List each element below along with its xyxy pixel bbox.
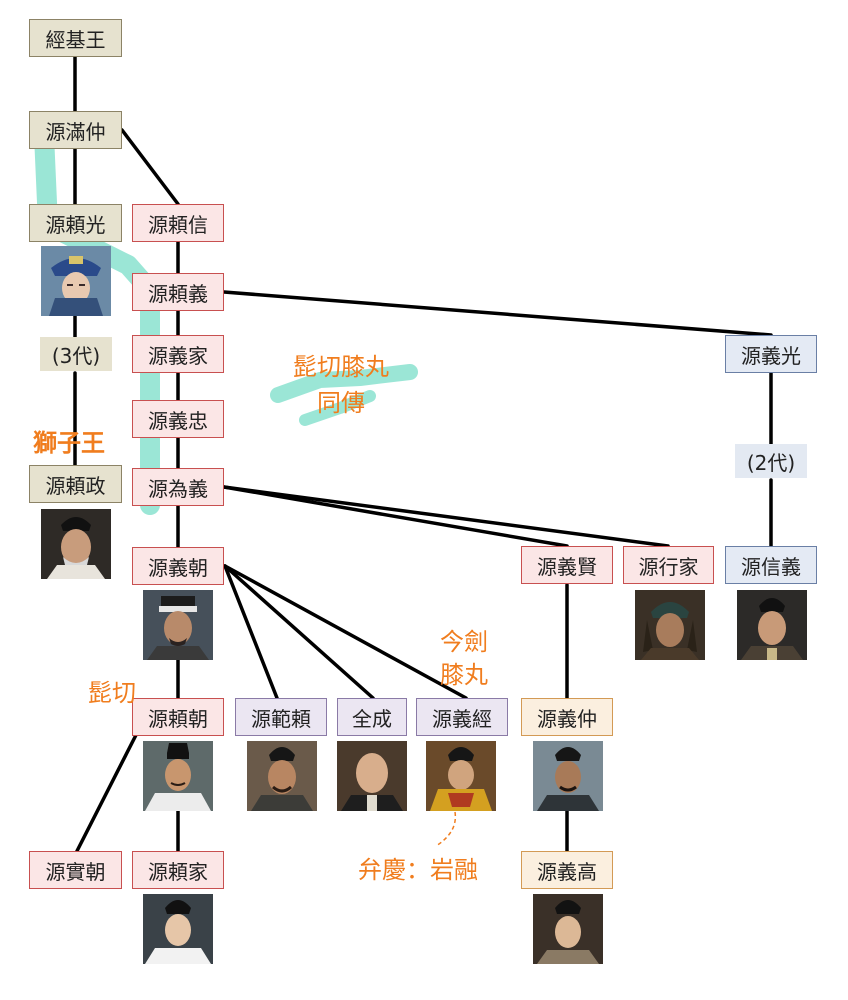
generation-gap-2: (2代) [735,444,807,478]
node-mitsunaka: 源滿仲 [29,111,122,149]
annotation-hizamaru: 膝丸 [440,661,488,689]
node-yorinobu: 源頼信 [132,204,224,242]
yoshitsune-portrait [426,741,496,811]
generation-gap-3: (3代) [40,337,112,371]
yorimitsu-portrait [41,246,111,316]
yoritomo-portrait [143,741,213,811]
nobuyoshi-portrait [737,590,807,660]
node-noriyori: 源範頼 [235,698,327,736]
node-yoshitsune: 源義經 [416,698,508,736]
annotation-imanotsurugi: 今劍 [440,628,488,656]
zenjo-portrait [337,741,407,811]
node-sanetomo: 源實朝 [29,851,122,889]
node-yoriyoshi: 源頼義 [132,273,224,311]
yoshinaka-portrait [533,741,603,811]
node-yoshitaka: 源義高 [521,851,613,889]
node-yoshimitsu: 源義光 [725,335,817,373]
node-zenjo: 全成 [337,698,407,736]
annotation-benkei-iwatooshi: 弁慶：岩融 [358,856,478,884]
node-yoritomo: 源頼朝 [132,698,224,736]
annotation-shishiou: 獅子王 [33,429,105,457]
annotation-higekiri: 髭切 [88,679,136,707]
node-yoshikata: 源義賢 [521,546,613,584]
node-yorimitsu: 源頼光 [29,204,122,242]
node-yoshitomo: 源義朝 [132,547,224,585]
yoshitomo-portrait [143,590,213,660]
yoriie-portrait [143,894,213,964]
node-yorimasa: 源頼政 [29,465,122,503]
node-keiki: 經基王 [29,19,122,57]
benkei-dashed-pointer [435,811,457,847]
node-yoshinaka: 源義仲 [521,698,613,736]
yukiie-portrait [635,590,705,660]
node-nobuyoshi: 源信義 [725,546,817,584]
node-yukiie: 源行家 [623,546,714,584]
yorimasa-portrait [41,509,111,579]
node-yoshitada: 源義忠 [132,400,224,438]
noriyori-portrait [247,741,317,811]
yoshitaka-portrait [533,894,603,964]
node-yoshiie: 源義家 [132,335,224,373]
node-yoriie: 源頼家 [132,851,224,889]
node-tameyoshi: 源為義 [132,468,224,506]
annotation-doden: 同傳 [317,389,365,417]
annotation-higekiri-hizamaru: 髭切膝丸 [293,353,389,381]
tree-lines [73,55,773,853]
